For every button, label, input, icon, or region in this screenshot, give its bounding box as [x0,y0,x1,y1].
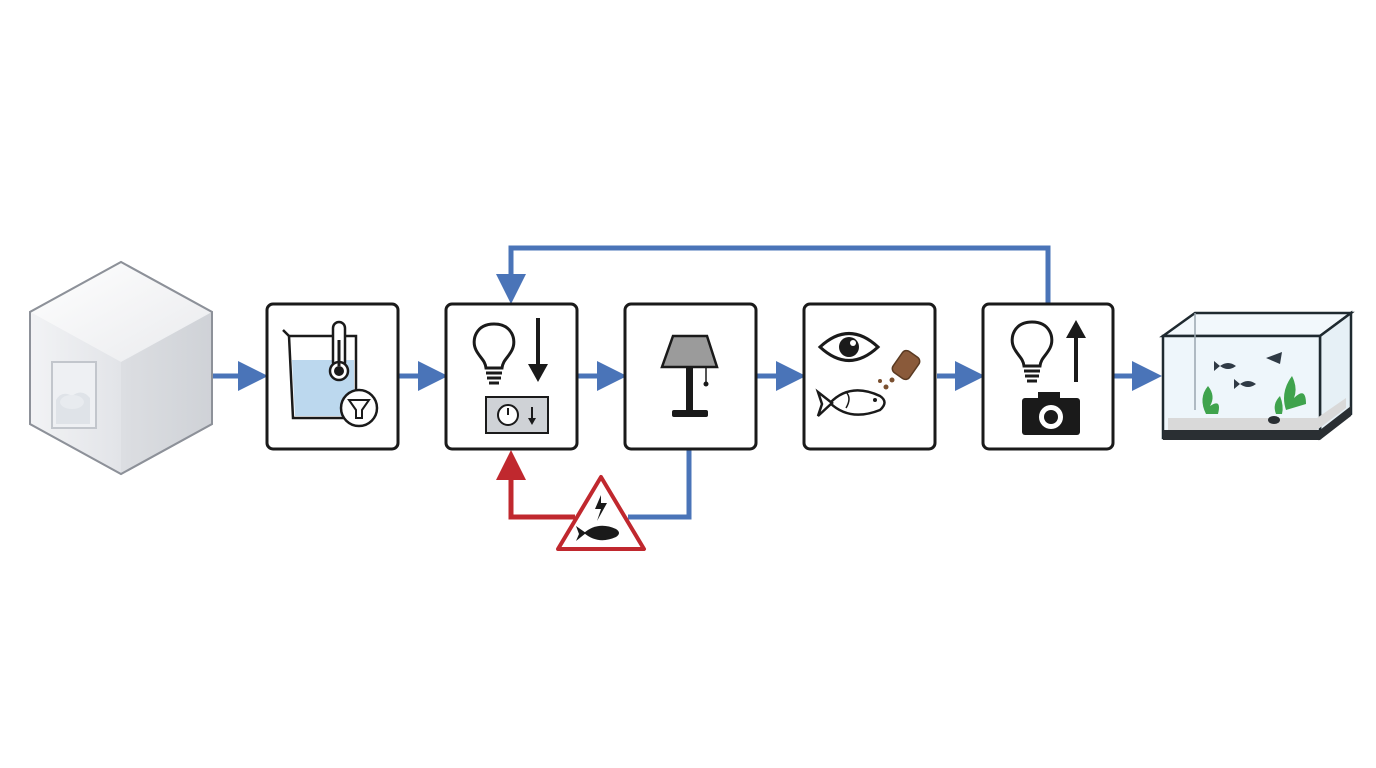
filter-icon [339,388,379,428]
fish-food-icon [878,349,921,390]
cube-right-face [121,312,212,474]
step-box-5 [802,302,937,451]
beaker-icon [51,361,97,429]
down-arrow-icon [528,318,548,382]
step-box-3 [444,302,579,451]
aquarium-tank-icon [1159,310,1355,441]
fish-outline-icon [815,388,886,417]
step-box-4 [623,302,758,451]
camera-icon [1022,392,1080,435]
light-bulb-icon [472,322,516,385]
aquarium-plant-icon [1202,376,1306,414]
warning-to-step3-arrow [496,450,575,520]
up-arrow-icon [1066,320,1086,382]
table-lamp-icon [660,334,719,417]
storage-cube [29,260,213,476]
thermometer-icon [328,320,350,382]
light-bulb-icon-2 [1010,320,1054,383]
aquarium-fish-icon [1214,352,1282,389]
step-box-2 [265,302,400,451]
eye-icon [817,332,881,362]
lamp-to-warning-line [628,449,692,520]
feedback-loop-arrow [496,245,1051,304]
step-box-6 [981,302,1115,451]
electric-fish-warning-icon [556,475,646,551]
flow-arrows [212,245,1162,520]
timer-panel-icon [485,396,549,434]
